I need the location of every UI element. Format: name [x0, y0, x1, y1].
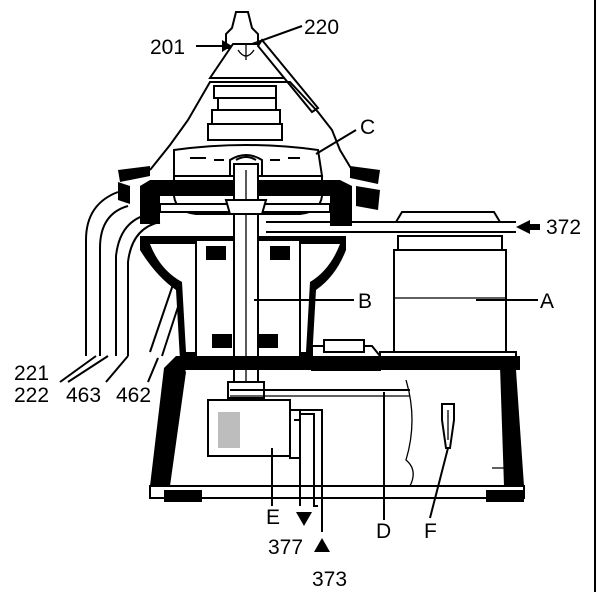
frame-base [149, 356, 525, 502]
label-f: F [424, 520, 437, 543]
label-462: 462 [116, 384, 151, 407]
label-222: 222 [14, 384, 49, 407]
label-373: 373 [312, 568, 347, 591]
sight-glass [441, 403, 455, 449]
leader-lines [59, 25, 538, 552]
frame-hood [118, 81, 380, 184]
label-201: 201 [150, 36, 185, 59]
label-c: C [360, 116, 375, 139]
label-d: D [376, 520, 391, 543]
label-220: 220 [304, 16, 339, 39]
label-b: B [358, 290, 372, 313]
label-463: 463 [66, 384, 101, 407]
label-377: 377 [268, 536, 303, 559]
motor [311, 211, 517, 371]
label-a: A [540, 290, 554, 313]
pump-housing [207, 399, 323, 532]
label-e: E [266, 506, 280, 529]
label-221: 221 [14, 362, 49, 385]
label-372: 372 [546, 216, 581, 239]
outlet-pipes [85, 191, 191, 357]
top-cap [208, 11, 320, 114]
